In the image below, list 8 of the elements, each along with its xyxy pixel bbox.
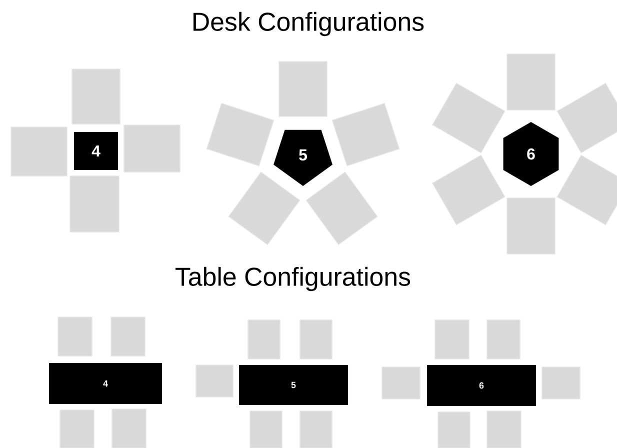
table-rectangle: 5 bbox=[239, 365, 348, 405]
desk-hexagon: 6 bbox=[503, 122, 559, 186]
desk-pentagon: 5 bbox=[274, 130, 332, 186]
table-rectangle: 6 bbox=[427, 365, 536, 406]
desk-square: 4 bbox=[74, 132, 118, 170]
title: Desk Configurations bbox=[194, 12, 424, 36]
table-rectangle: 4 bbox=[49, 363, 162, 404]
section-heading: Table Configurations bbox=[176, 266, 410, 292]
